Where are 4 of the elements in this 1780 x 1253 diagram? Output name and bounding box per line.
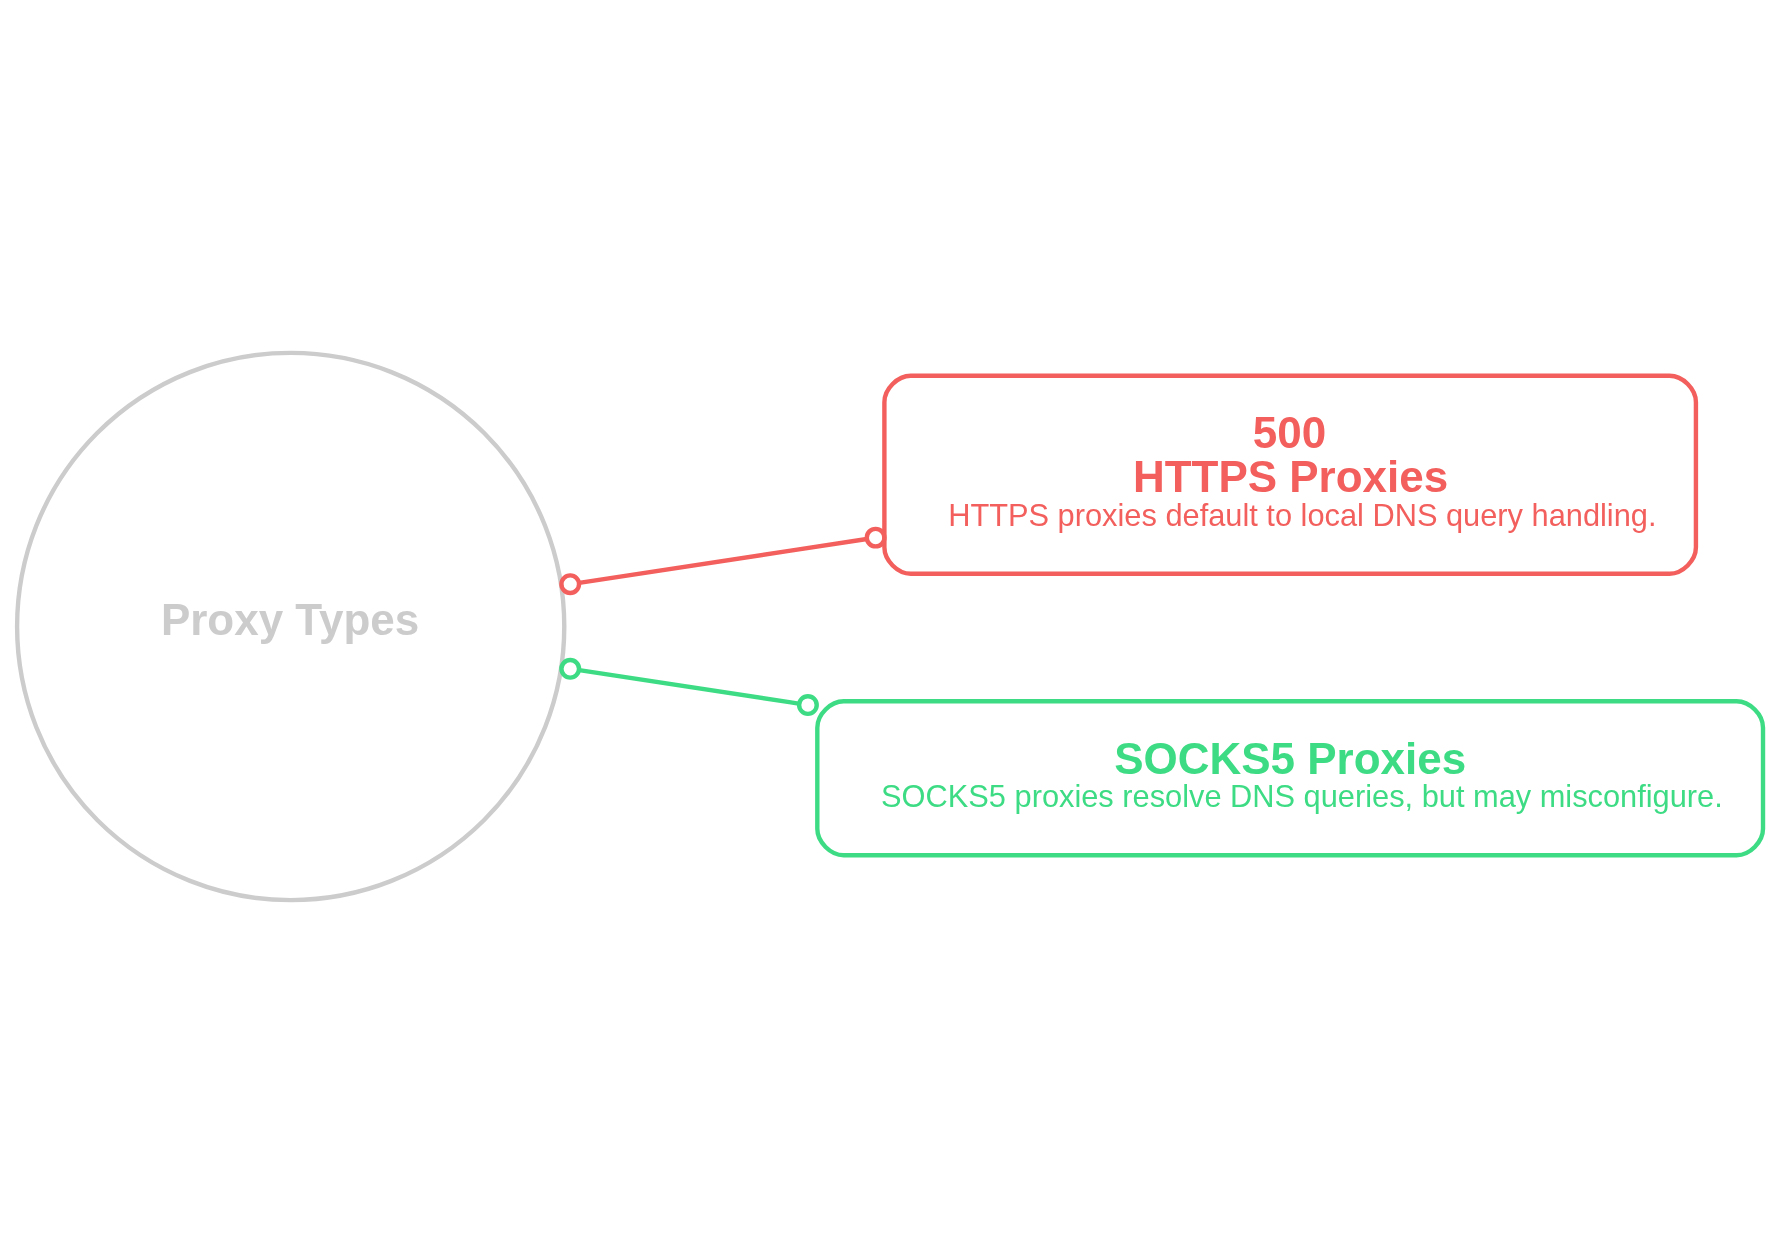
connector (559, 526, 887, 596)
node-box: 500 HTTPS Proxies HTTPS proxies default to local DNS query handling. (882, 373, 1699, 576)
node-box: SOCKS5 Proxies SOCKS5 proxies resolve DNS queries, but may misconfigure. (815, 699, 1766, 858)
connector (559, 657, 819, 717)
